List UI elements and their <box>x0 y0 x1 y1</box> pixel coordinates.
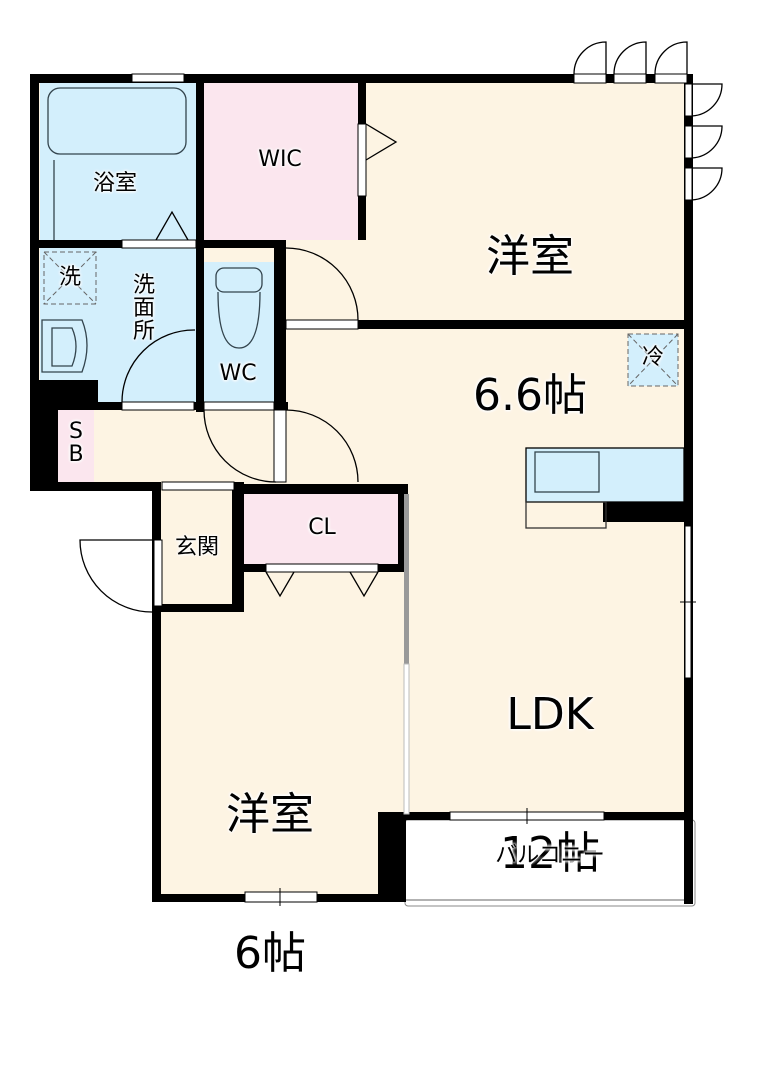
windows <box>121 73 696 906</box>
shoebox-label: S B <box>68 419 84 468</box>
bedroom2-label: 洋室 6帖 <box>200 700 340 1070</box>
ldk-label: LDK 12帖 <box>480 600 620 970</box>
washroom-label: 洗 面 所 <box>132 273 155 345</box>
room-name: 洋室 <box>226 789 314 841</box>
fridge-label: 冷 <box>641 345 664 370</box>
bath-label: 浴室 <box>92 171 137 196</box>
room-name: LDK <box>506 689 594 741</box>
room-size: 12帖 <box>500 827 600 879</box>
room-name: 洋室 <box>486 231 574 283</box>
floor-plan: 洋室 6.6帖 LDK 12帖 洋室 6帖 WIC 浴室 洗 面 所 洗 WC … <box>30 41 723 977</box>
fixtures <box>41 87 685 529</box>
sliding-door <box>404 494 409 664</box>
toilet-label: WC <box>219 361 257 386</box>
entrance-label: 玄関 <box>174 535 219 560</box>
room-size: 6帖 <box>234 927 306 979</box>
appliance-spaces <box>43 251 679 387</box>
floor-plan-drawing <box>30 41 723 907</box>
closet-label: CL <box>308 515 336 540</box>
room-size: 6.6帖 <box>473 369 587 421</box>
washer-label: 洗 <box>58 265 81 290</box>
bedroom1-label: 洋室 6.6帖 <box>440 142 620 512</box>
balcony-label: バルコニー <box>495 843 605 868</box>
wic-label: WIC <box>258 147 302 172</box>
door-swings <box>79 41 723 613</box>
